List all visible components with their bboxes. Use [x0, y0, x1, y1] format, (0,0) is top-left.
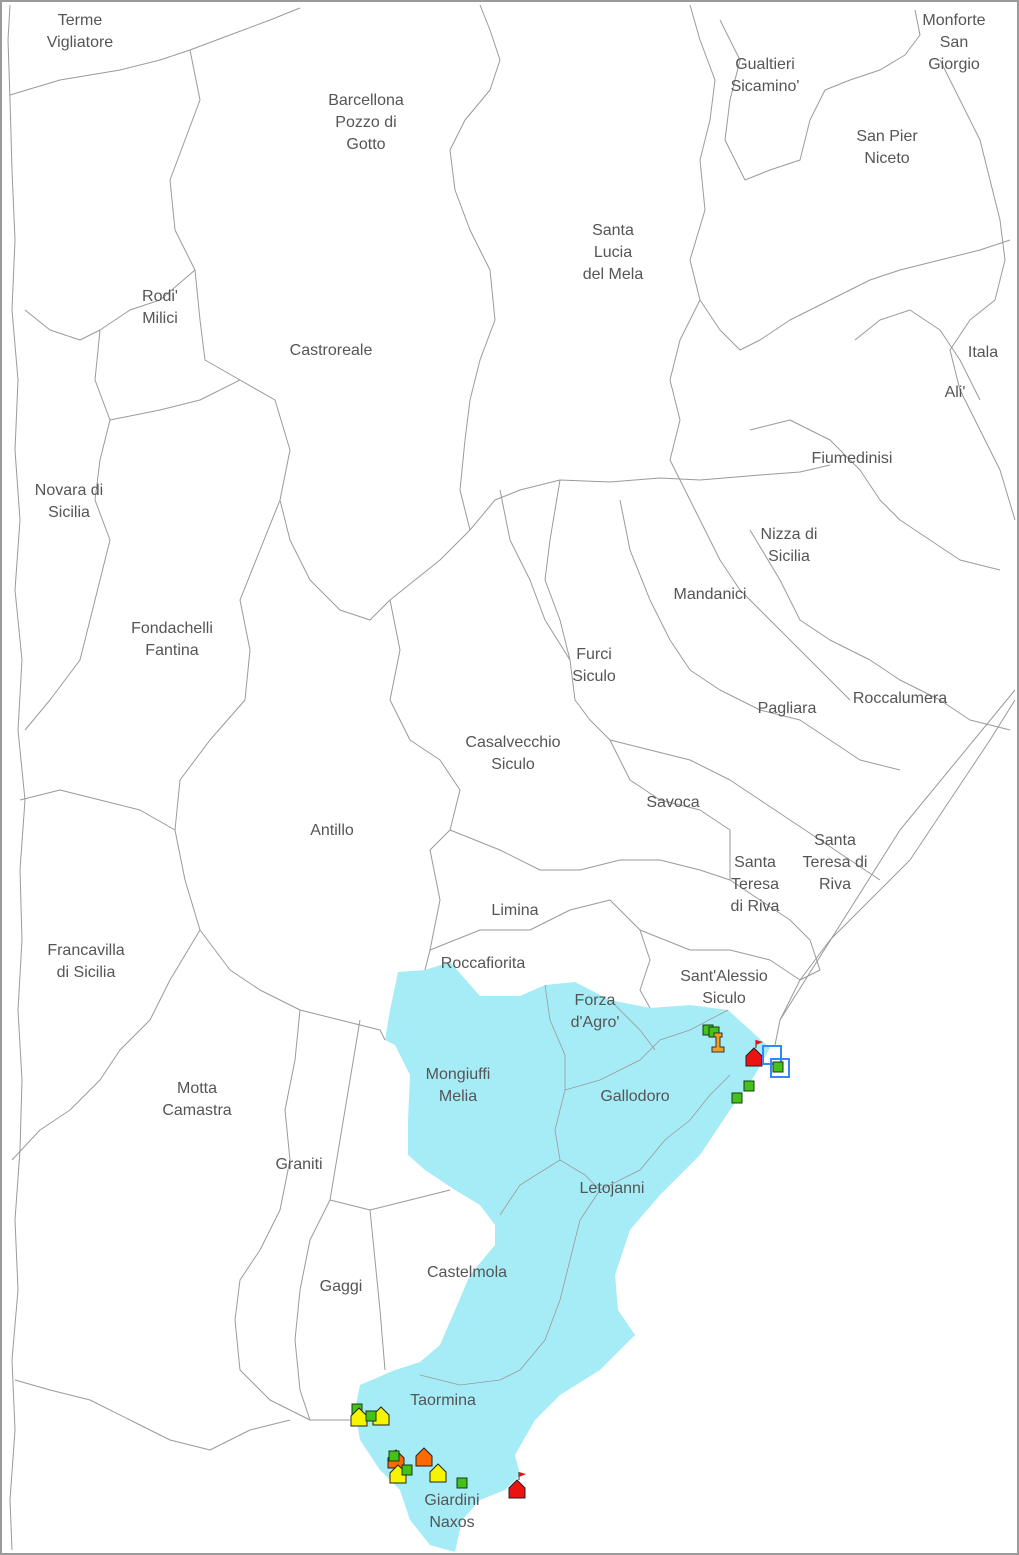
- green-square-marker[interactable]: [401, 1464, 413, 1476]
- label-santa-lucia[interactable]: Santa Lucia del Mela: [582, 222, 644, 283]
- label-limina[interactable]: Limina: [491, 902, 539, 919]
- label-motta-camastra[interactable]: Motta Camastra: [162, 1080, 232, 1119]
- flag-icon: [519, 1472, 526, 1477]
- label-mongiuffi[interactable]: Mongiuffi Melia: [425, 1066, 491, 1105]
- label-santa-teresa-1[interactable]: Santa Teresa di Riva: [802, 832, 868, 893]
- label-francavilla[interactable]: Francavilla di Sicilia: [47, 942, 125, 981]
- label-gallodoro[interactable]: Gallodoro: [600, 1088, 670, 1105]
- green-square-marker[interactable]: [772, 1061, 784, 1073]
- highlighted-region[interactable]: [355, 962, 770, 1552]
- red-house-flag-marker[interactable]: [745, 1047, 763, 1067]
- label-fondachelli[interactable]: Fondachelli Fantina: [131, 620, 213, 659]
- label-barcellona[interactable]: Barcellona Pozzo di Gotto: [328, 92, 404, 153]
- label-casalvecchio[interactable]: Casalvecchio Siculo: [465, 734, 561, 773]
- municipality-boundaries: [7, 4, 1016, 1551]
- poi-markers: [350, 1024, 790, 1499]
- label-antillo[interactable]: Antillo: [310, 822, 354, 839]
- yellow-house-marker[interactable]: [429, 1463, 447, 1483]
- green-square-marker[interactable]: [731, 1092, 743, 1104]
- label-ali[interactable]: Ali': [944, 384, 966, 401]
- label-roccalumera[interactable]: Roccalumera: [852, 690, 948, 707]
- label-pagliara[interactable]: Pagliara: [757, 700, 817, 717]
- label-monforte[interactable]: Monforte San Giorgio: [922, 12, 986, 73]
- orange-house-marker[interactable]: [415, 1447, 433, 1467]
- label-nizza[interactable]: Nizza di Sicilia: [760, 526, 818, 565]
- green-square-marker[interactable]: [743, 1080, 755, 1092]
- label-fiumedinisi[interactable]: Fiumedinisi: [811, 450, 893, 467]
- label-gaggi[interactable]: Gaggi: [319, 1278, 363, 1295]
- green-square-marker[interactable]: [365, 1410, 377, 1422]
- label-mandanici[interactable]: Mandanici: [673, 586, 747, 603]
- label-castroreale[interactable]: Castroreale: [289, 342, 373, 359]
- label-roccafiorita[interactable]: Roccafiorita: [440, 955, 526, 972]
- label-graniti[interactable]: Graniti: [275, 1156, 323, 1173]
- label-san-pier-niceto[interactable]: San Pier Niceto: [856, 128, 918, 167]
- green-square-marker[interactable]: [456, 1477, 468, 1489]
- label-furci[interactable]: Furci Siculo: [572, 646, 616, 685]
- flag-icon: [756, 1040, 763, 1045]
- label-giardini[interactable]: Giardini Naxos: [424, 1492, 480, 1531]
- label-letojanni[interactable]: Letojanni: [579, 1180, 645, 1197]
- blue-square-marker[interactable]: [770, 1058, 790, 1078]
- label-taormina[interactable]: Taormina: [410, 1392, 476, 1409]
- label-rodi-milici[interactable]: Rodi' Milici: [142, 288, 178, 327]
- yellow-house-marker[interactable]: [350, 1407, 368, 1427]
- label-savoca[interactable]: Savoca: [646, 794, 700, 811]
- inner-boundary: [419, 984, 731, 1386]
- label-itala[interactable]: Itala: [967, 344, 999, 361]
- label-santa-teresa-2[interactable]: Santa Teresa di Riva: [730, 854, 780, 915]
- monument-marker[interactable]: [711, 1032, 725, 1053]
- label-terme-vigliatore[interactable]: Terme Vigliatore: [46, 12, 114, 51]
- label-forza-dagro[interactable]: Forza d'Agro': [570, 992, 620, 1031]
- label-sant-alessio[interactable]: Sant'Alessio Siculo: [680, 968, 768, 1007]
- label-gualtieri[interactable]: Gualtieri Sicamino': [730, 56, 800, 95]
- green-square-marker[interactable]: [388, 1450, 400, 1462]
- red-house-flag-marker[interactable]: [508, 1479, 526, 1499]
- label-novara[interactable]: Novara di Sicilia: [34, 482, 104, 521]
- label-castelmola[interactable]: Castelmola: [426, 1264, 508, 1281]
